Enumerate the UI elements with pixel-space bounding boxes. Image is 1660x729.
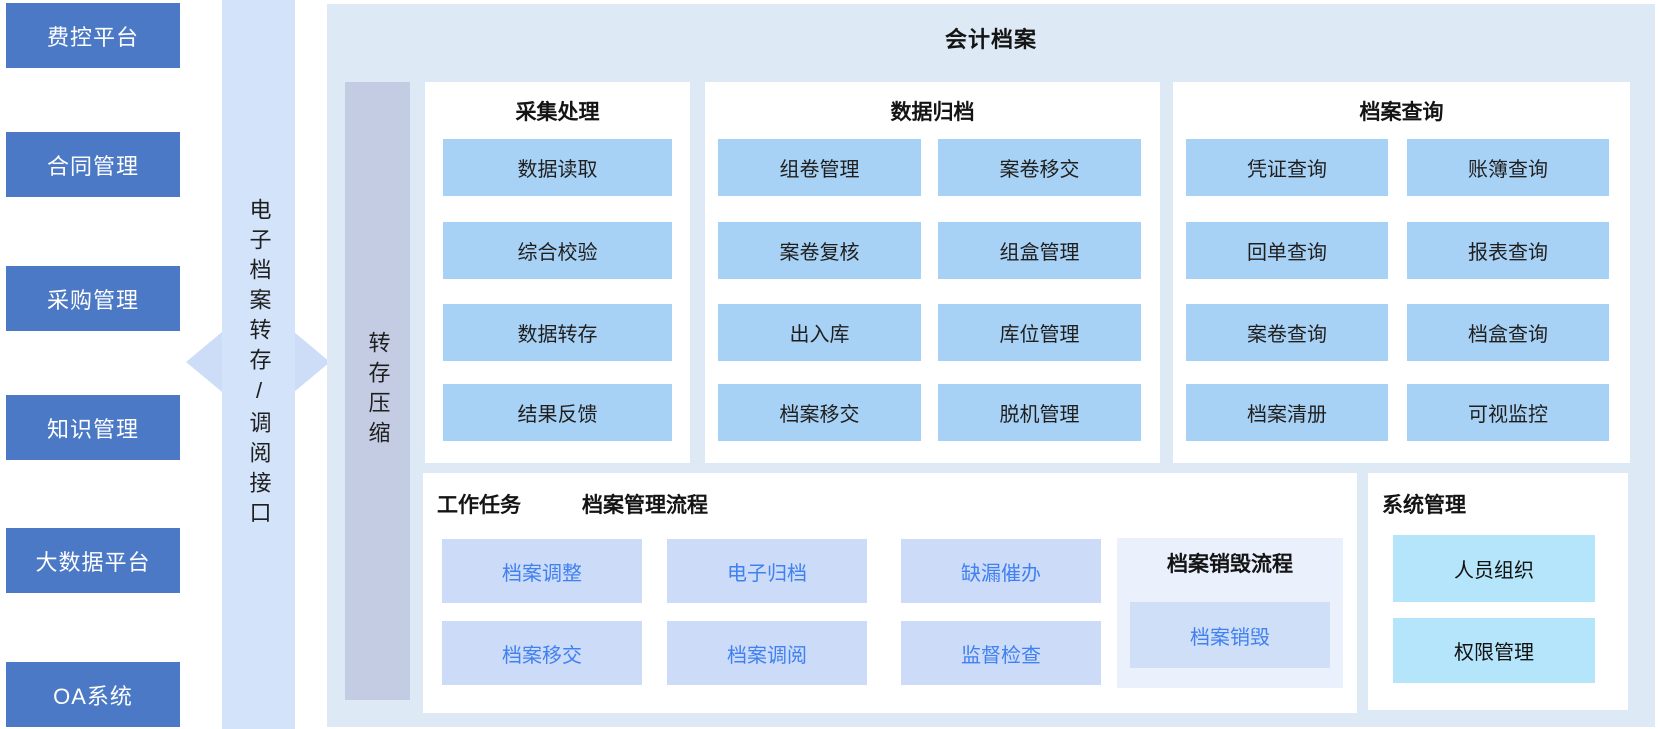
task-button: 档案移交	[442, 621, 642, 685]
panel-work-tasks: 工作任务 档案管理流程 档案调整 电子归档 缺漏催办 档案移交 档案调阅 监督检…	[423, 473, 1357, 713]
transfer-interface-label: 电子档案转存/调阅接口	[246, 198, 272, 531]
module-button: 组盒管理	[938, 222, 1141, 279]
panel-system-management: 系统管理 人员组织 权限管理	[1368, 473, 1628, 710]
task-button: 档案调整	[442, 539, 642, 603]
task-button: 缺漏催办	[901, 539, 1101, 603]
module-button: 档盒查询	[1407, 304, 1609, 361]
section-title: 采集处理	[515, 101, 600, 124]
system-management-title: 系统管理	[1382, 494, 1466, 517]
destroy-process-title: 档案销毁流程	[1167, 553, 1293, 576]
module-button: 人员组织	[1393, 535, 1595, 602]
external-system-box: 费控平台	[6, 3, 180, 68]
module-button: 可视监控	[1407, 384, 1609, 441]
module-button: 数据转存	[443, 304, 672, 361]
accounting-archive-title: 会计档案	[944, 27, 1037, 52]
section-title: 档案查询	[1359, 101, 1444, 124]
compress-bar-label: 转存压缩	[365, 331, 391, 451]
task-button: 监督检查	[901, 621, 1101, 685]
module-button: 结果反馈	[443, 384, 672, 441]
module-button: 出入库	[718, 304, 921, 361]
external-system-box: 知识管理	[6, 395, 180, 460]
module-button: 回单查询	[1186, 222, 1388, 279]
external-system-box: 合同管理	[6, 132, 180, 197]
module-button: 凭证查询	[1186, 139, 1388, 196]
module-button: 综合校验	[443, 222, 672, 279]
module-button: 报表查询	[1407, 222, 1609, 279]
module-button: 档案清册	[1186, 384, 1388, 441]
work-tasks-label: 工作任务	[437, 494, 521, 517]
panel-collect-processing: 采集处理 数据读取 综合校验 数据转存 结果反馈	[425, 82, 690, 463]
external-system-box: 大数据平台	[6, 528, 180, 593]
task-button: 档案调阅	[667, 621, 867, 685]
module-button: 脱机管理	[938, 384, 1141, 441]
panel-destroy-process: 档案销毁流程 档案销毁	[1117, 538, 1343, 688]
module-button: 库位管理	[938, 304, 1141, 361]
archive-process-label: 档案管理流程	[582, 494, 708, 517]
compress-bar: 转存压缩	[345, 82, 410, 700]
module-button: 案卷复核	[718, 222, 921, 279]
section-title: 数据归档	[890, 101, 975, 124]
panel-data-archiving: 数据归档 组卷管理 案卷移交 案卷复核 组盒管理 出入库 库位管理 档案移交 脱…	[705, 82, 1160, 463]
module-button: 案卷移交	[938, 139, 1141, 196]
module-button: 案卷查询	[1186, 304, 1388, 361]
accounting-archive-panel: 会计档案 转存压缩 采集处理 数据读取 综合校验 数据转存 结果反馈 数据归档 …	[327, 4, 1655, 727]
module-button: 数据读取	[443, 139, 672, 196]
task-button: 电子归档	[667, 539, 867, 603]
module-button: 组卷管理	[718, 139, 921, 196]
module-button: 档案移交	[718, 384, 921, 441]
task-button: 档案销毁	[1130, 602, 1330, 668]
external-system-box: OA系统	[6, 662, 180, 727]
external-system-box: 采购管理	[6, 266, 180, 331]
module-button: 账簿查询	[1407, 139, 1609, 196]
module-button: 权限管理	[1393, 618, 1595, 683]
panel-archive-query: 档案查询 凭证查询 账簿查询 回单查询 报表查询 案卷查询 档盒查询 档案清册 …	[1173, 82, 1630, 463]
transfer-interface-bar: 电子档案转存/调阅接口	[222, 0, 295, 729]
